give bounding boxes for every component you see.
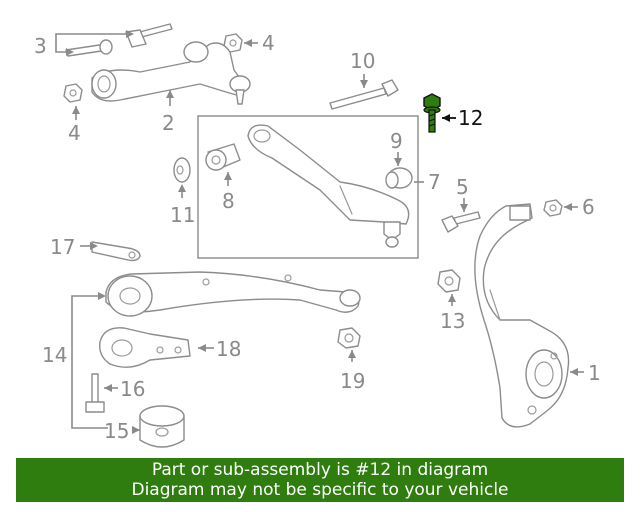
part-17-bracket [91, 241, 141, 262]
callout-4-top: 4 [262, 31, 275, 55]
part-2-upper-arm [91, 41, 251, 105]
banner-line-2: Diagram may not be specific to your vehi… [131, 480, 509, 500]
part-13-nut [437, 269, 461, 293]
callout-15: 15 [104, 419, 129, 443]
part-10-bolt [329, 79, 399, 110]
banner-line-1: Part or sub-assembly is #12 in diagram [151, 460, 489, 480]
part-3-bolts [65, 23, 173, 57]
part-5-bolt [441, 211, 481, 233]
callout-1: 1 [588, 361, 601, 385]
part-1-knuckle [474, 203, 570, 428]
part-14-lower-link [105, 271, 361, 317]
leader-3-top [55, 33, 126, 44]
callout-12: 12 [458, 106, 483, 130]
callout-11: 11 [170, 203, 195, 227]
callout-5: 5 [456, 175, 469, 199]
callout-19: 19 [340, 369, 365, 393]
part-18-plate [99, 327, 191, 368]
part-9-bushing [385, 167, 413, 189]
callout-17: 17 [50, 235, 75, 259]
callout-18: 18 [216, 337, 241, 361]
callout-2: 2 [162, 111, 175, 135]
part-8-bushing [205, 143, 241, 171]
part-7-lower-arm [247, 124, 410, 248]
part-16-bolt [85, 373, 105, 413]
parts-diagram: 3 4 4 2 10 12 [34, 23, 601, 448]
callout-3: 3 [34, 34, 47, 58]
part-15-bushing [139, 405, 185, 448]
callout-7: 7 [428, 170, 441, 194]
part-12-bolt-highlighted [423, 93, 441, 133]
info-banner: Part or sub-assembly is #12 in diagram D… [16, 458, 624, 502]
callout-8: 8 [222, 189, 235, 213]
callout-16: 16 [120, 377, 145, 401]
callout-14: 14 [42, 343, 67, 367]
part-4-nut-left [63, 83, 83, 103]
callout-6: 6 [582, 195, 595, 219]
callout-10: 10 [350, 49, 375, 73]
callout-9: 9 [390, 129, 403, 153]
callout-13: 13 [440, 309, 465, 333]
part-19-nut [337, 327, 361, 349]
group-box-7 [197, 115, 419, 259]
part-11-washer [173, 157, 191, 183]
leader-3-bottom [55, 44, 66, 53]
callout-4-left: 4 [68, 121, 81, 145]
part-6-nut [543, 199, 563, 217]
